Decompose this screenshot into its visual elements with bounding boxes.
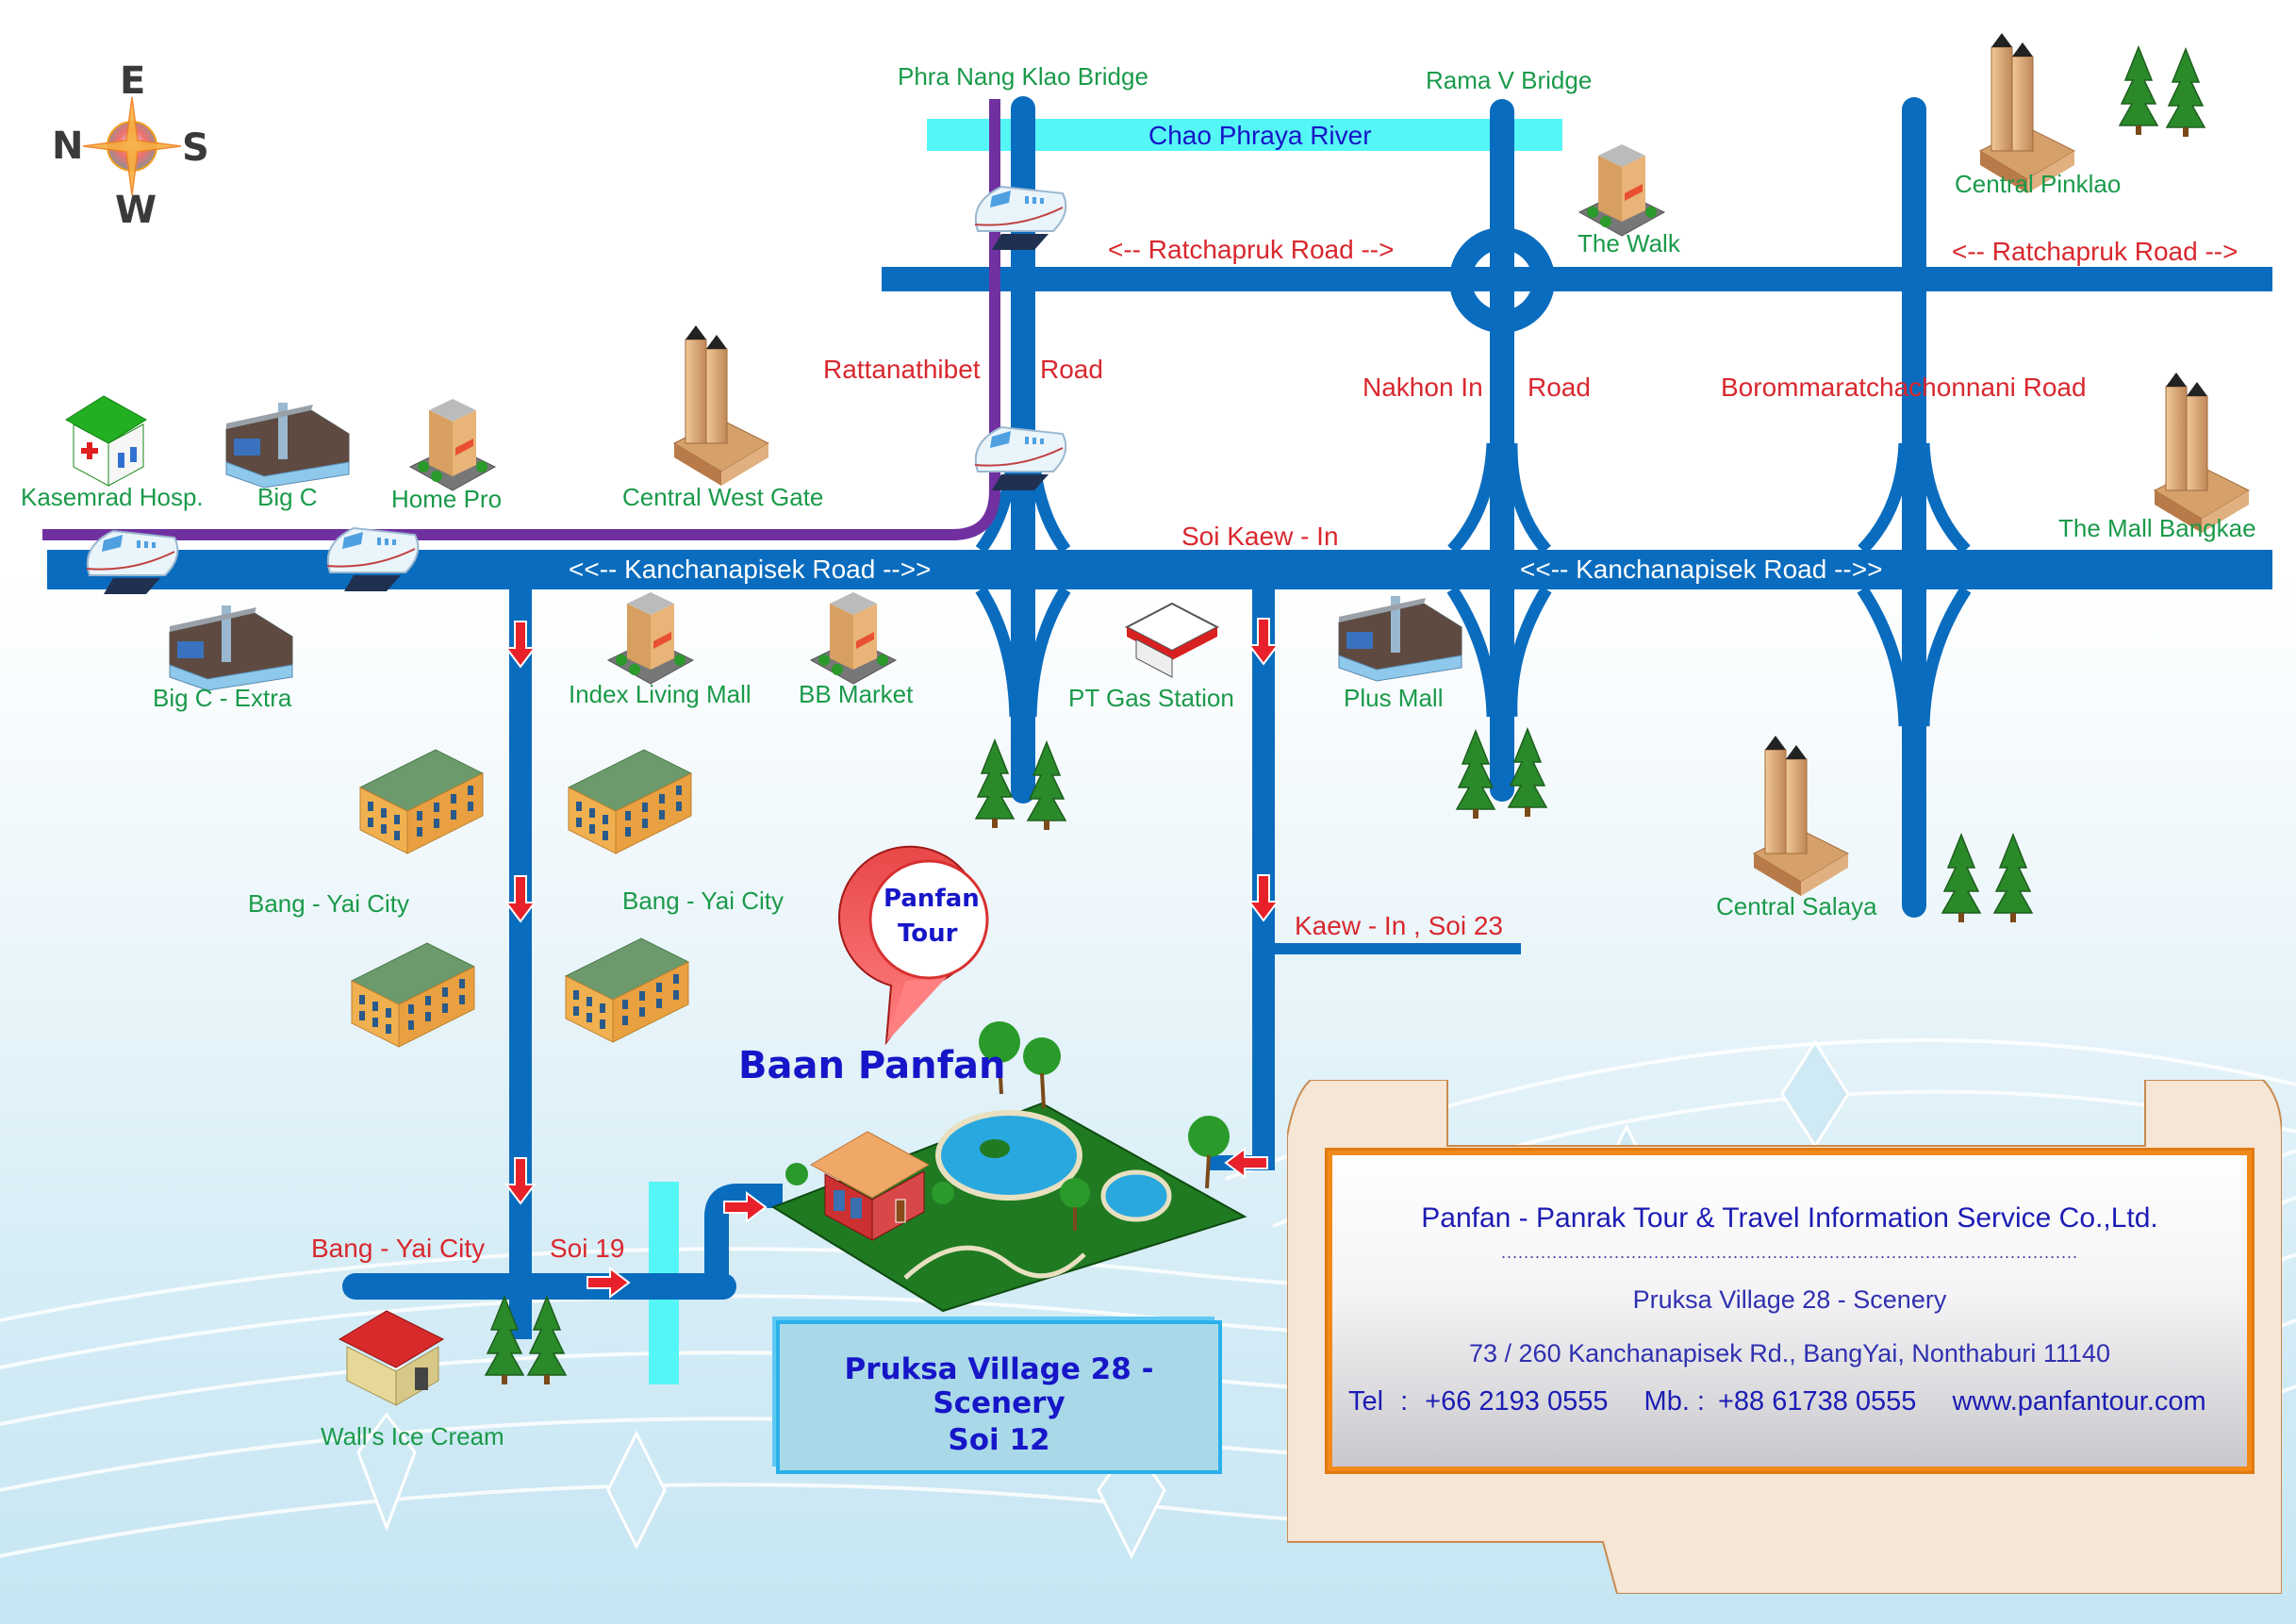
tree-icon <box>1941 834 1981 923</box>
gas-station-icon <box>1124 602 1220 678</box>
bang-yai-soi-road <box>509 585 532 1339</box>
plus-mall-store-icon <box>1338 595 1462 682</box>
the-walk-shop-icon <box>1578 143 1665 237</box>
soi19-connector <box>704 1184 783 1286</box>
big-c-label: Big C <box>257 483 318 511</box>
bang-yai-apartment-icon <box>565 937 689 1043</box>
bang-yai-city-soi19-label: Bang - Yai City <box>311 1234 486 1263</box>
pt-gas-station-label: PT Gas Station <box>1068 684 1234 712</box>
central-west-gate-label: Central West Gate <box>622 483 824 511</box>
tree-icon <box>2119 46 2158 136</box>
mobile-number[interactable]: +88 61738 0555 <box>1717 1386 1917 1417</box>
bang-yai-apartment-icon <box>359 749 484 854</box>
train-icon <box>974 186 1067 251</box>
kasemrad-hospital-label: Kasemrad Hosp. <box>21 483 204 511</box>
pin-label-line2: Tour <box>898 920 958 948</box>
ice-cream-factory-icon <box>338 1310 445 1406</box>
ratchapruk-road-label: <-- Ratchapruk Road --> <box>1108 235 1395 264</box>
rattanathibet-road-label: Rattanathibet <box>823 355 981 384</box>
panfan-tour-pin-icon <box>838 845 989 1046</box>
chao-phraya-river-label: Chao Phraya River <box>1148 121 1372 150</box>
bang-yai-city-label-right: Bang - Yai City <box>622 887 785 915</box>
company-name: Panfan - Panrak Tour & Travel Informatio… <box>1421 1202 2158 1234</box>
hospital-icon <box>65 395 147 487</box>
info-divider: ........................................… <box>1500 1243 2079 1262</box>
baan-panfan-garden-icon <box>770 1021 1247 1313</box>
mobile-label: Mb. <box>1644 1386 1690 1417</box>
kanchanapisek-road-label: <<-- Kanchanapisek Road -->> <box>569 555 932 584</box>
website-link[interactable]: www.panfantour.com <box>1952 1386 2206 1417</box>
borommaratchachonnani-road <box>1902 97 1926 918</box>
big-c-extra-label: Big C - Extra <box>153 684 292 712</box>
ratchapruk-road-label-right: <-- Ratchapruk Road --> <box>1952 237 2238 266</box>
index-living-mall-shop-icon <box>607 591 694 685</box>
index-living-mall-label: Index Living Mall <box>569 680 752 708</box>
roundabout <box>1449 227 1555 333</box>
central-salaya-label: Central Salaya <box>1716 892 1877 920</box>
train-icon <box>974 426 1067 491</box>
separator: : <box>1400 1386 1409 1417</box>
purple-rail-line <box>42 99 1000 540</box>
big-c-store-icon <box>225 402 350 489</box>
destination-soi: Soi 12 <box>948 1423 1050 1457</box>
big-c-extra-store-icon <box>169 605 293 691</box>
kanchanapisek-road <box>47 550 2272 589</box>
central-pinklao-label: Central Pinklao <box>1955 170 2122 198</box>
compass-south-label: S <box>182 126 209 170</box>
destination-village: Pruksa Village 28 - Scenery <box>844 1352 1154 1420</box>
nakhon-in-road <box>1490 99 1514 802</box>
tree-icon <box>1456 730 1495 820</box>
bb-market-shop-icon <box>810 591 897 685</box>
bang-yai-apartment-icon <box>351 942 475 1048</box>
the-walk-label: The Walk <box>1577 229 1680 257</box>
tree-icon <box>975 739 1015 829</box>
compass-rose-icon <box>82 96 182 196</box>
compass-east-label: E <box>120 59 146 103</box>
soi19-label: Soi 19 <box>550 1234 625 1263</box>
central-west-gate-tower-icon <box>673 324 769 487</box>
walls-ice-cream-label: Wall's Ice Cream <box>321 1422 504 1450</box>
phra-nang-klao-bridge-label: Phra Nang Klao Bridge <box>898 62 1148 91</box>
nakhon-in-road-label-suffix: Road <box>1528 373 1591 402</box>
destination-name: Baan Panfan <box>738 1044 1006 1087</box>
the-mall-bangkae-tower-icon <box>2154 372 2250 534</box>
kaew-in-soi23-label: Kaew - In , Soi 23 <box>1295 911 1504 940</box>
ratchapruk-road <box>882 267 2272 291</box>
kaew-in-soi23-road <box>1264 943 1521 954</box>
destination-address-box: Pruksa Village 28 - Scenery Soi 12 <box>776 1320 1222 1474</box>
tel-number[interactable]: +66 2193 0555 <box>1425 1386 1609 1417</box>
tree-icon <box>1993 834 2033 923</box>
tree-icon <box>2166 48 2205 138</box>
central-salaya-tower-icon <box>1753 735 1849 897</box>
contact-row: Tel: +66 2193 0555 Mb.: +88 61738 0555 www… <box>1348 1386 2235 1417</box>
rattanathibet-road-label-suffix: Road <box>1040 355 1103 384</box>
the-mall-bangkae-label: The Mall Bangkae <box>2058 514 2256 542</box>
tree-icon <box>527 1296 567 1385</box>
nakhon-in-road-label: Nakhon In <box>1363 373 1483 402</box>
bang-yai-city-label-left: Bang - Yai City <box>248 889 410 918</box>
separator: : <box>1696 1386 1705 1417</box>
company-info-card: Panfan - Panrak Tour & Travel Informatio… <box>1325 1148 2255 1474</box>
pin-label-line1: Panfan <box>884 885 980 913</box>
home-pro-store-icon <box>409 398 496 491</box>
compass-north-label: N <box>52 124 84 168</box>
rama-v-bridge-label: Rama V Bridge <box>1426 66 1593 94</box>
home-pro-label: Home Pro <box>391 485 503 513</box>
bb-market-label: BB Market <box>799 680 914 708</box>
company-village: Pruksa Village 28 - Scenery <box>1632 1285 1947 1314</box>
soi-kaew-in-label: Soi Kaew - In <box>1181 522 1339 551</box>
bang-yai-apartment-icon <box>568 749 692 854</box>
plus-mall-label: Plus Mall <box>1344 684 1444 712</box>
borommaratchachonnani-road-label: Borommaratchachonnani Road <box>1721 373 2087 402</box>
compass-west-label: W <box>115 189 157 232</box>
kanchanapisek-road-label-right: <<-- Kanchanapisek Road -->> <box>1520 555 1883 584</box>
soi19-road <box>342 1273 736 1300</box>
company-address: 73 / 260 Kanchanapisek Rd., BangYai, Non… <box>1469 1339 2110 1367</box>
tel-label: Tel <box>1348 1386 1384 1417</box>
